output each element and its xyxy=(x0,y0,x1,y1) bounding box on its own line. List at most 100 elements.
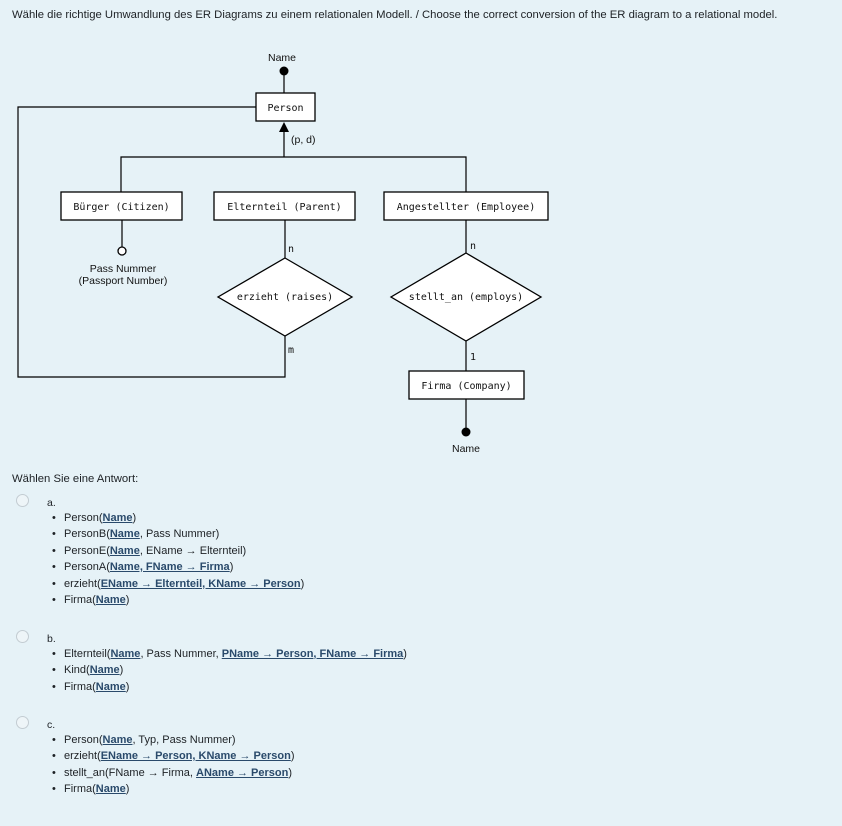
relation-text: ) xyxy=(403,647,407,660)
isa-constraint-label: (p, d) xyxy=(291,134,316,146)
option-radio-1[interactable] xyxy=(16,630,29,643)
key-attribute: Name xyxy=(95,680,126,693)
option-item-list-0: •Person(Name)•PersonB(Name, Pass Nummer)… xyxy=(52,510,304,609)
relation-text: ) xyxy=(125,783,130,795)
passport-attr-dot xyxy=(117,246,127,256)
option-item-list-2: •Person(Name, Typ, Pass Nummer)•erzieht(… xyxy=(52,732,294,798)
bullet-icon: • xyxy=(52,511,56,524)
relation-text: , Pass Nummer, xyxy=(140,647,222,660)
key-attribute: PName → Person, FName → Firma xyxy=(221,647,404,660)
relation-item: • Person(Name) xyxy=(52,510,304,527)
card-employs-top: n xyxy=(470,241,476,252)
card-raises-bottom: m xyxy=(288,345,294,356)
relation-item: • Person(Name, Typ, Pass Nummer) xyxy=(52,732,294,749)
relation-item: • PersonB(Name, Pass Nummer) xyxy=(52,526,304,543)
key-attribute: Name, FName → Firma xyxy=(109,561,230,573)
relationship-raises xyxy=(216,257,354,337)
relation-text: PersonB( xyxy=(64,528,110,540)
company-name-attr-label: Name xyxy=(452,443,480,455)
bullet-icon: • xyxy=(52,733,56,746)
relation-item: • PersonA(Name, FName → Firma) xyxy=(52,559,304,576)
relation-text: ) xyxy=(288,766,293,779)
bullet-icon: • xyxy=(52,783,56,795)
bullet-icon: • xyxy=(52,577,56,590)
relation-text: ) xyxy=(119,664,124,676)
bullet-icon: • xyxy=(52,680,56,693)
relation-item: • Elternteil(Name, Pass Nummer, PName → P… xyxy=(52,646,407,663)
relationship-raises-label: erzieht (raises) xyxy=(237,292,333,303)
relation-text: Firma( xyxy=(64,680,96,693)
option-radio-2[interactable] xyxy=(16,716,29,729)
relationship-employs-label: stellt_an (employs) xyxy=(409,292,523,303)
relation-text: , Typ, Pass Nummer) xyxy=(132,733,236,746)
relation-item: •stellt_an(FName → Firma, AName → Person… xyxy=(52,765,294,782)
key-attribute: AName → Person xyxy=(196,766,289,779)
answer-prompt: Wählen Sie eine Antwort: xyxy=(12,473,139,485)
key-attribute: EName → Elternteil, KName → Person xyxy=(100,577,301,590)
bullet-icon: • xyxy=(52,594,56,606)
bullet-icon: • xyxy=(52,544,56,557)
key-attribute: Name xyxy=(102,511,133,524)
er-diagram: Name Person (p, d) Bürger (Citizen) Pass… xyxy=(17,52,549,455)
option-letter-1: b. xyxy=(47,633,56,645)
passport-label-line2: (Passport Number) xyxy=(79,275,168,287)
passport-label-line1: Pass Nummer xyxy=(90,263,157,275)
key-attribute: Name xyxy=(95,783,126,795)
relation-text: erzieht( xyxy=(64,750,101,762)
question-text: Wähle die richtige Umwandlung des ER Dia… xyxy=(12,9,778,21)
bullet-icon: • xyxy=(52,528,56,540)
relation-text: Firma( xyxy=(64,594,96,606)
company-key-attr-dot xyxy=(461,427,471,437)
relation-item: • Kind(Name) xyxy=(52,662,407,679)
relation-text: PersonA( xyxy=(64,561,110,573)
key-attribute: Name xyxy=(89,664,120,676)
bullet-icon: • xyxy=(52,561,56,573)
entity-parent-label: Elternteil (Parent) xyxy=(227,202,341,213)
relation-text: ) xyxy=(300,577,305,590)
option-radio-0[interactable] xyxy=(16,494,29,507)
key-attribute: EName → Person, KName → Person xyxy=(100,750,291,762)
entity-company xyxy=(408,370,525,400)
relation-text: PersonE( xyxy=(64,544,110,557)
person-name-attr-label: Name xyxy=(268,52,296,64)
entity-company-label: Firma (Company) xyxy=(421,381,511,392)
key-attribute: Name xyxy=(102,733,133,746)
option-letter-2: c. xyxy=(47,719,56,731)
entity-person-label: Person xyxy=(267,103,303,114)
entity-employee-label: Angestellter (Employee) xyxy=(397,202,535,213)
relation-text: ) xyxy=(125,680,130,693)
relation-text: Kind( xyxy=(64,664,90,676)
relation-item: • erzieht(EName → Elternteil, KName → Per… xyxy=(52,576,304,593)
relation-text: ) xyxy=(290,750,295,762)
relation-text: ) xyxy=(125,594,130,606)
relation-text: stellt_an(FName → Firma, xyxy=(64,766,197,779)
relation-item: • Firma(Name) xyxy=(52,781,294,798)
card-raises-top: n xyxy=(288,244,294,255)
key-attribute: Name xyxy=(109,544,140,557)
relation-text: , EName → Elternteil) xyxy=(139,544,247,557)
entity-citizen-label: Bürger (Citizen) xyxy=(73,202,169,213)
relation-text: Elternteil( xyxy=(64,647,111,660)
card-employs-bottom: 1 xyxy=(470,352,476,363)
relation-text: Person( xyxy=(64,511,103,524)
relation-item: • PersonE(Name, EName → Elternteil) xyxy=(52,543,304,560)
relation-text: ) xyxy=(132,511,137,524)
relation-text: , Pass Nummer) xyxy=(139,528,220,540)
relation-text: Firma( xyxy=(64,783,96,795)
relation-text: Person( xyxy=(64,733,103,746)
entity-parent xyxy=(213,191,356,221)
relation-text: erzieht( xyxy=(64,577,101,590)
entity-person xyxy=(255,92,316,122)
key-attribute: Name xyxy=(109,528,140,540)
relation-text: ) xyxy=(229,561,234,573)
key-attribute: Name xyxy=(110,647,141,660)
isa-arrow-icon xyxy=(279,122,289,132)
bullet-icon: • xyxy=(52,750,56,762)
relation-item: • Firma(Name) xyxy=(52,679,407,696)
relation-item: • erzieht(EName → Person, KName → Person) xyxy=(52,748,294,765)
bullet-icon: • xyxy=(52,647,56,660)
option-letter-0: a. xyxy=(47,497,56,509)
bullet-icon: • xyxy=(52,664,56,676)
entity-employee xyxy=(383,191,549,221)
option-item-list-1: •Elternteil(Name, Pass Nummer, PName → P… xyxy=(52,646,407,696)
